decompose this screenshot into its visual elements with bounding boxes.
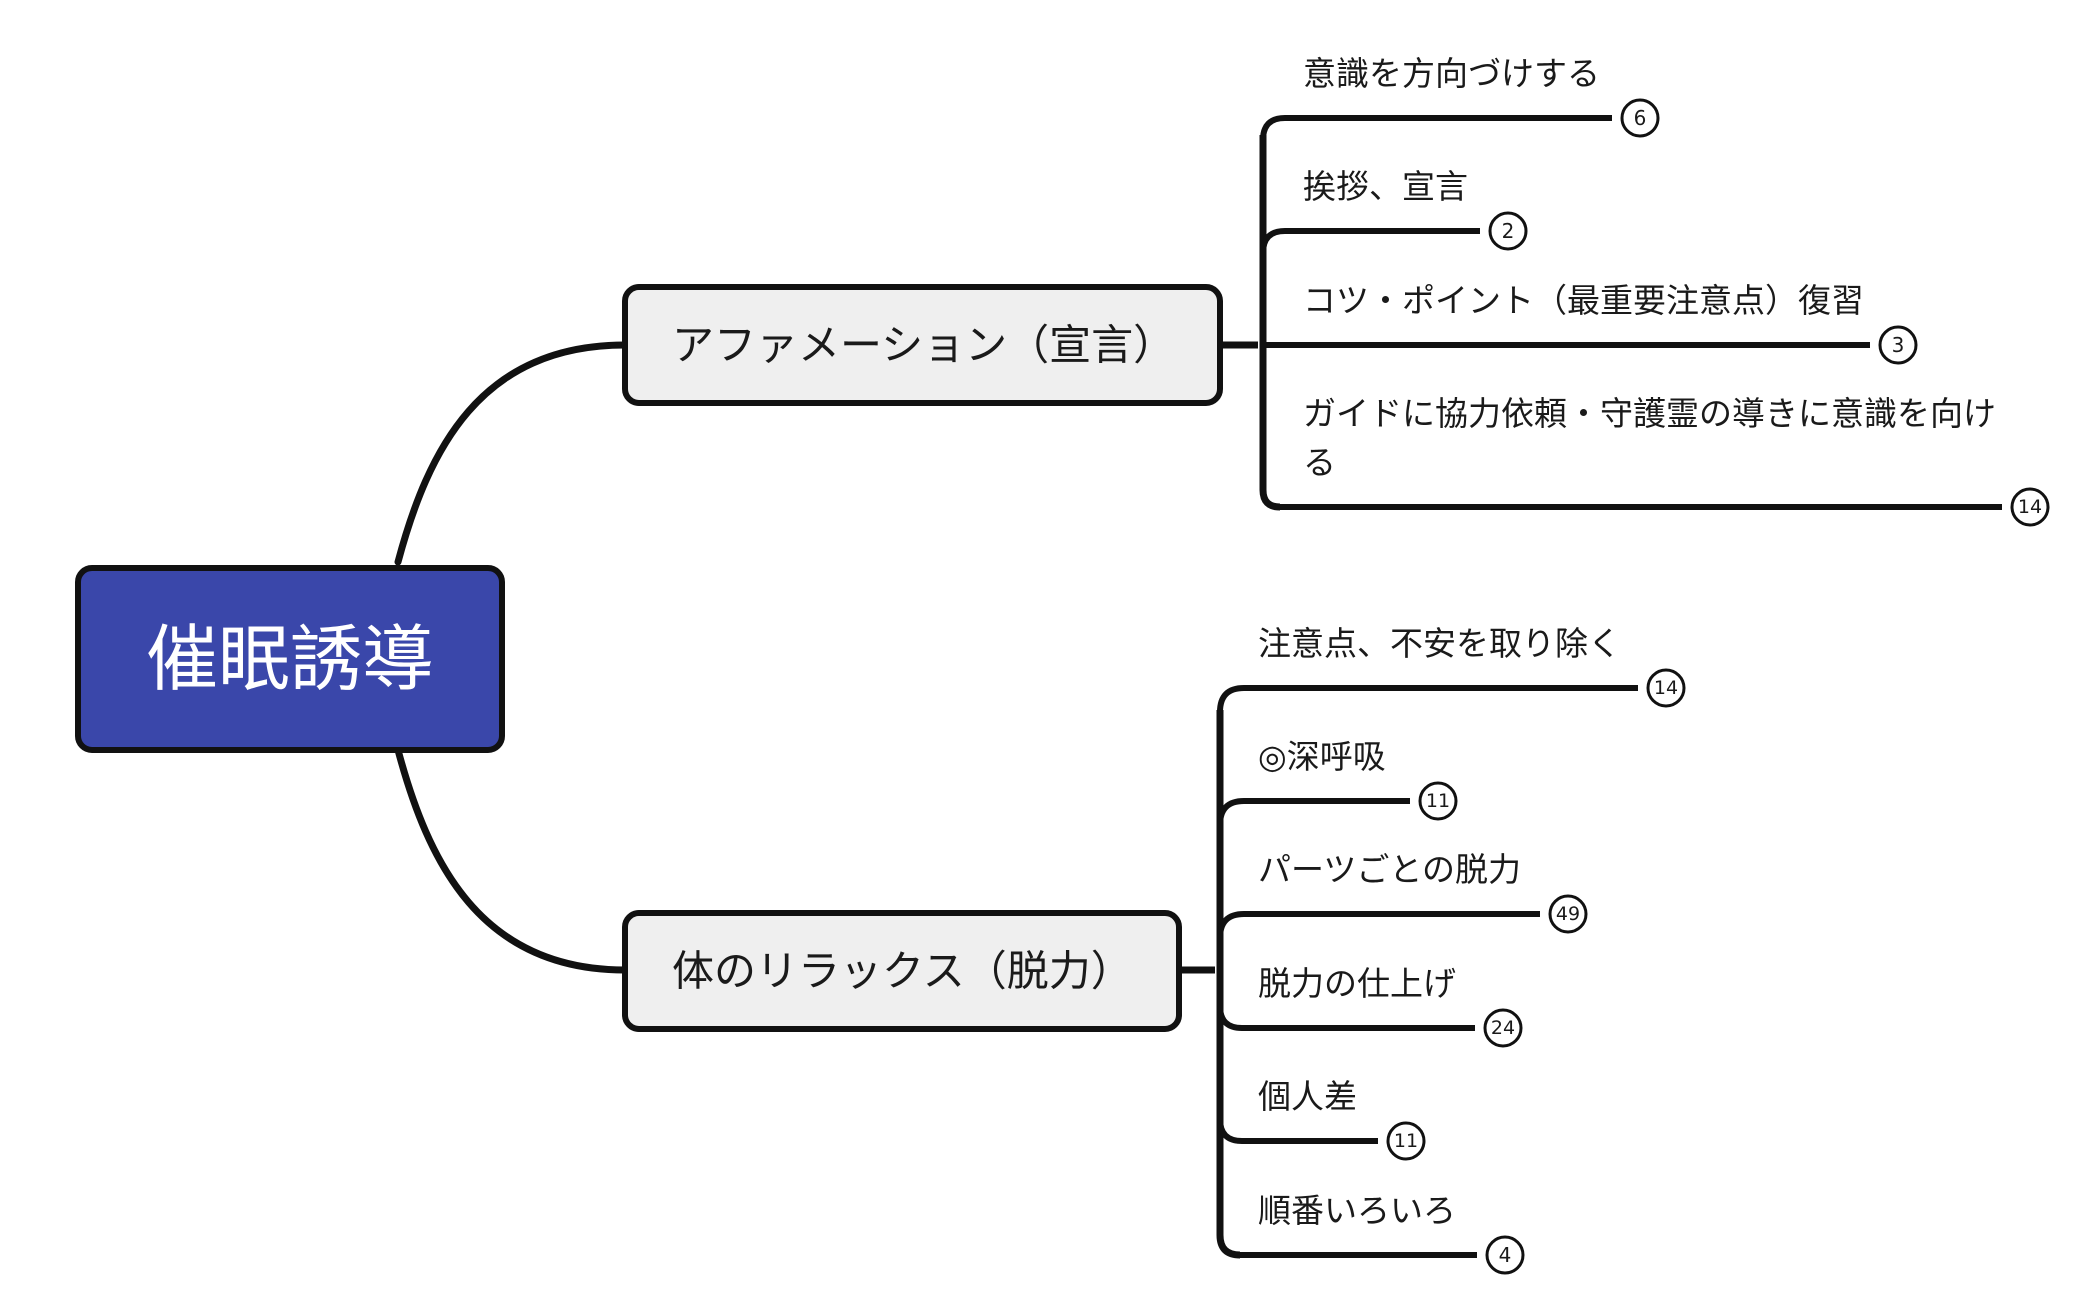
child-topic-label-line-2: る [1303,443,1336,482]
child-topic-guide-request[interactable]: ガイドに協力依頼・守護霊の導きに意識を向け る 14 [1303,394,2050,527]
note-count-text: 24 [1491,1017,1515,1039]
child-topic-label: ◎深呼吸 [1258,737,1386,776]
child-topic-label: コツ・ポイント（最重要注意点）復習 [1303,281,1864,320]
note-count-badge[interactable] [1548,894,1588,934]
note-count-text: 2 [1502,219,1515,243]
note-count-badge[interactable] [1485,1235,1525,1275]
root-node-label: 催眠誘導 [146,617,434,701]
note-count-badge[interactable] [1620,98,1660,138]
child-topic-greeting[interactable]: 挨拶、宣言 2 [1303,167,1528,251]
child-topic-direct-consciousness[interactable]: 意識を方向づけする 6 [1303,54,1660,138]
child-topic-individual-difference[interactable]: 個人差 11 [1258,1077,1426,1161]
branch-2-child-1-connector [1217,685,1638,713]
child-topic-remove-anxiety[interactable]: 注意点、不安を取り除く 14 [1258,624,1686,708]
note-count-text: 6 [1634,106,1647,130]
child-topic-label: 意識を方向づけする [1303,54,1600,93]
note-count-badge[interactable] [1418,781,1458,821]
branch-2-trunk-connector [1216,710,1241,1259]
child-topic-various-orders[interactable]: 順番いろいろ 4 [1258,1191,1525,1275]
root-node-box [75,565,505,753]
branch-1-child-1-connector [1260,115,1612,141]
note-count-badge[interactable] [1386,1121,1426,1161]
root-to-branch-1-connector [394,341,629,566]
note-count-text: 14 [1654,677,1678,699]
root-to-branch-2-connector [394,746,629,974]
branch-node-body-relax-label: 体のリラックス（脱力） [672,947,1133,996]
note-count-badge[interactable] [1483,1008,1523,1048]
child-topic-deep-breathing[interactable]: ◎深呼吸 11 [1258,737,1458,821]
branch-2-child-4-connector [1217,1005,1475,1031]
note-count-text: 3 [1892,333,1905,357]
child-topic-label: 個人差 [1258,1077,1357,1116]
note-count-text: 11 [1426,790,1450,812]
branch-node-affirmation-box [622,284,1223,406]
note-count-text: 4 [1499,1243,1512,1267]
child-topic-label: 脱力の仕上げ [1258,964,1456,1003]
branch-1-trunk-connector [1259,135,1281,511]
branch-2-child-2-connector [1217,798,1410,826]
note-count-badge[interactable] [1488,211,1528,251]
note-count-badge[interactable] [2010,487,2050,527]
child-topic-part-relaxation[interactable]: パーツごとの脱力 49 [1258,850,1588,934]
child-topic-relax-finish[interactable]: 脱力の仕上げ 24 [1258,964,1523,1048]
child-topic-tips-review[interactable]: コツ・ポイント（最重要注意点）復習 3 [1303,281,1918,365]
branch-1-child-2-connector [1260,228,1480,254]
child-topic-label-line-1: ガイドに協力依頼・守護霊の導きに意識を向け [1303,394,1996,433]
note-count-text: 14 [2018,496,2042,518]
child-topic-label: 注意点、不安を取り除く [1258,624,1621,663]
branch-node-body-relax[interactable]: 体のリラックス（脱力） [622,910,1182,1032]
child-topic-label: 挨拶、宣言 [1303,167,1468,206]
note-count-badge[interactable] [1878,325,1918,365]
branch-2-child-5-connector [1217,1118,1378,1144]
child-topic-label: 順番いろいろ [1258,1191,1456,1230]
note-count-text: 49 [1556,903,1580,925]
branch-node-affirmation[interactable]: アファメーション（宣言） [622,284,1223,406]
branch-node-affirmation-label: アファメーション（宣言） [672,321,1175,370]
note-count-badge[interactable] [1646,668,1686,708]
root-node[interactable]: 催眠誘導 [75,565,505,753]
branch-2-child-3-connector [1217,911,1540,939]
child-topic-label: パーツごとの脱力 [1258,850,1521,889]
branch-node-body-relax-box [622,910,1182,1032]
note-count-text: 11 [1394,1130,1418,1152]
